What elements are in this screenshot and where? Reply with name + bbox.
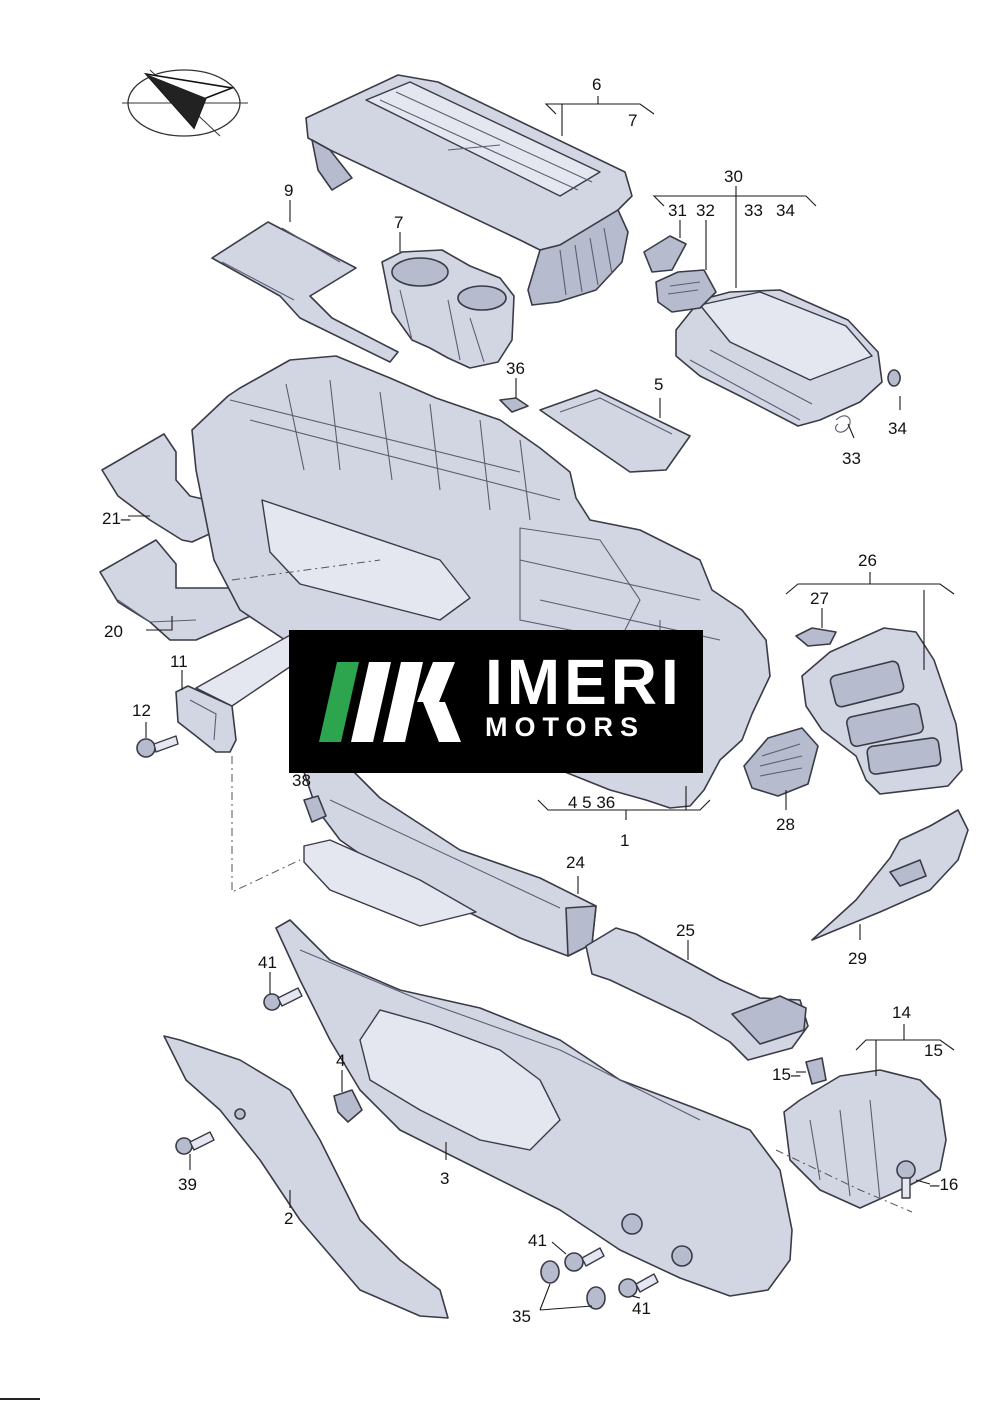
callout-9: 9: [284, 181, 293, 200]
callout-7b: 7: [394, 213, 403, 232]
callout-38: 38: [292, 771, 311, 790]
callout-32: 32: [696, 201, 715, 220]
callout-6: 6: [592, 75, 601, 94]
callout-31: 31: [668, 201, 687, 220]
callout-12: 12: [132, 701, 151, 720]
leader-lines: [128, 96, 955, 1311]
callout-25: 25: [676, 921, 695, 940]
part-bracket-14: [783, 1069, 947, 1209]
callout-14: 14: [892, 1003, 911, 1022]
callout-3: 3: [440, 1169, 449, 1188]
part-clip-36: [499, 397, 529, 413]
part-bolt-12: [136, 735, 179, 758]
callout-11: 11: [170, 652, 188, 671]
part-screw-41-mid: [564, 1247, 605, 1272]
brand-subname: MOTORS: [485, 712, 646, 742]
part-clip-27: [795, 627, 837, 647]
callout-5: 5: [654, 375, 663, 394]
part-plug-35: [540, 1260, 606, 1310]
part-screw-41-upper: [263, 987, 303, 1011]
part-tray-mat: [211, 221, 399, 363]
part-screw-41-low: [618, 1273, 659, 1298]
direction-arrow-icon: [122, 69, 248, 137]
brand-name: IMERI: [485, 646, 683, 718]
callout-15b: 15–: [772, 1065, 801, 1084]
part-clip-38: [303, 795, 327, 823]
callout-labels: 6 7 30 31 32 33 34 9 7 36 5 34 33 21– 20…: [102, 75, 958, 1326]
part-bracket-plate: [303, 839, 477, 927]
part-bracket-11: [175, 633, 301, 753]
callout-41a: 41: [258, 953, 277, 972]
part-clip-15: [805, 1057, 827, 1085]
callout-2: 2: [284, 1209, 293, 1228]
callout-34b: 34: [888, 419, 907, 438]
guide-lines: [231, 559, 913, 1213]
footer-rule: [0, 1398, 40, 1400]
callout-41c: 41: [632, 1299, 651, 1318]
callout-4: 4: [336, 1051, 345, 1070]
callout-27: 27: [810, 589, 829, 608]
part-cup-holder: [381, 249, 515, 369]
part-clip-4: [333, 1089, 363, 1123]
callout-28: 28: [776, 815, 795, 834]
part-screw-16: [896, 1160, 916, 1199]
callout-41b: 41: [528, 1231, 547, 1250]
callout-36: 36: [506, 359, 525, 378]
stripes-logo-icon: [319, 662, 461, 742]
callout-16: –16: [930, 1175, 958, 1194]
callout-29: 29: [848, 949, 867, 968]
part-armrest-lid: [305, 74, 633, 306]
callout-34a: 34: [776, 201, 795, 220]
callout-15a: 15: [924, 1041, 943, 1060]
part-screw-39: [175, 1131, 215, 1155]
part-side-trim-2: [163, 1035, 449, 1319]
part-cover-plate: [539, 389, 691, 473]
callout-26: 26: [858, 551, 877, 570]
callout-30: 30: [724, 167, 743, 186]
part-duct-25: [585, 927, 809, 1061]
callout-1: 1: [620, 831, 629, 850]
callout-20: 20: [104, 622, 123, 641]
part-trim-29: [811, 809, 969, 941]
callout-7a: 7: [628, 111, 637, 130]
callout-39: 39: [178, 1175, 197, 1194]
callout-33a: 33: [744, 201, 763, 220]
part-panel-26: [801, 627, 963, 795]
brand-logo-box: IMERI MOTORS: [289, 630, 703, 773]
part-vent-28: [743, 727, 819, 797]
part-storage-module: [643, 235, 901, 433]
part-side-trim-3: [275, 919, 793, 1297]
callout-4-5-36: 4 5 36: [568, 793, 615, 812]
callout-21: 21–: [102, 509, 131, 528]
callout-24: 24: [566, 853, 585, 872]
callout-33b: 33: [842, 449, 861, 468]
callout-35: 35: [512, 1307, 531, 1326]
